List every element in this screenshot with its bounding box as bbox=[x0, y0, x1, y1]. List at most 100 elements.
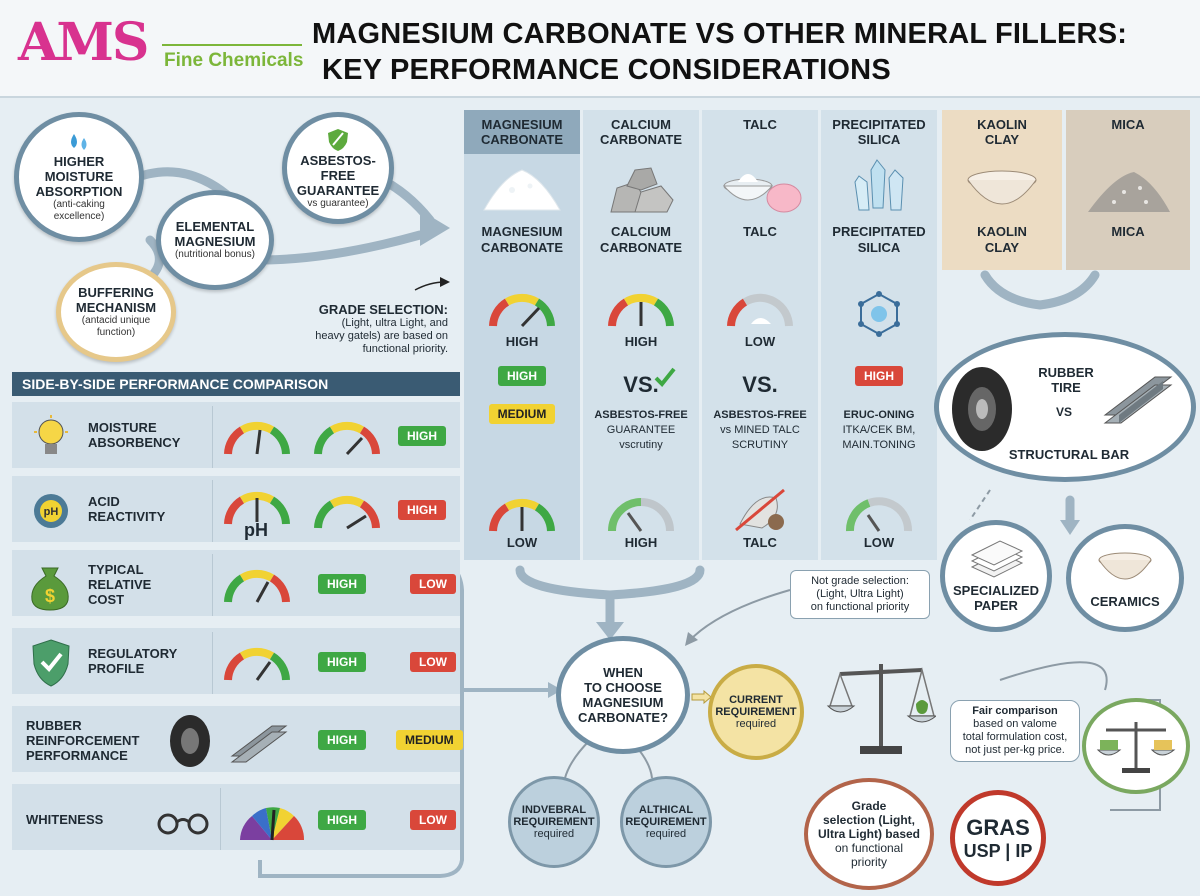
col-name-line: CALCIUM bbox=[611, 224, 671, 239]
feature-title-2b: GUARANTEE bbox=[296, 182, 380, 198]
feature-sub-1a: (anti-caking bbox=[53, 198, 105, 210]
col-separator bbox=[220, 788, 221, 850]
center-line-4: CARBONATE? bbox=[577, 710, 669, 725]
feature-buffering-circle: BUFFERING MECHANISM (antacid unique func… bbox=[56, 262, 176, 362]
scale-cost-bubble bbox=[1082, 698, 1190, 794]
col-mid-text-1: ERUC-ONING bbox=[843, 409, 915, 421]
row-label-line: RELATIVE bbox=[88, 577, 152, 592]
col-name-line: CARBONATE bbox=[599, 240, 683, 255]
current-title-1: CURRENT bbox=[729, 694, 783, 706]
col-gauge2-label: TALC bbox=[743, 535, 777, 550]
checkmark-icon bbox=[654, 367, 676, 387]
col-head-mica: MICA bbox=[1066, 110, 1190, 154]
feature-title-4b: MECHANISM bbox=[75, 300, 157, 315]
row-label-line: MOISTURE bbox=[88, 420, 157, 435]
svg-text:$: $ bbox=[45, 586, 55, 606]
col-head-calcium: CALCIUM CARBONATE bbox=[583, 110, 699, 154]
gauge-icon bbox=[608, 498, 674, 532]
col-gauge1-label: HIGH bbox=[624, 334, 658, 349]
ph-gear-icon: pH bbox=[34, 494, 68, 528]
row-label-line: WHITENESS bbox=[26, 812, 104, 827]
column-kaolin-clay: KAOLIN CLAY KAOLIN CLAY bbox=[942, 110, 1062, 270]
white-powder-icon bbox=[483, 169, 561, 211]
table-row-rubber: RUBBER REINFORCEMENT PERFORMANCE HIGH ME… bbox=[12, 706, 463, 776]
grade-note-line-2: heavy gatels) are based on bbox=[315, 330, 448, 342]
col-head-line: PRECIPITATED bbox=[832, 117, 926, 132]
rainbow-gauge-icon bbox=[240, 807, 305, 841]
scale-money-icon bbox=[1096, 722, 1176, 773]
column-calcium-carbonate: CALCIUM CARBONATE CALCIUM CARBONATE HIGH… bbox=[583, 110, 699, 560]
grade-selection-note: GRADE SELECTION: (Light, ultra Light, an… bbox=[296, 302, 448, 356]
col-gauge1-label: LOW bbox=[744, 334, 776, 349]
col-head-line: SILICA bbox=[857, 132, 901, 147]
specialized-paper-bubble: SPECIALIZED PAPER bbox=[940, 520, 1052, 632]
col-head-line: MICA bbox=[1111, 117, 1145, 132]
col-name-line: CLAY bbox=[984, 240, 1020, 255]
althical-title-1: ALTHICAL bbox=[638, 804, 694, 816]
col-gauge2-label: HIGH bbox=[624, 535, 658, 550]
tire-icon bbox=[170, 715, 210, 767]
rubber-tire-label: RUBBER TIRE bbox=[1031, 365, 1101, 395]
comparison-title: SIDE-BY-SIDE PERFORMANCE COMPARISON bbox=[12, 372, 460, 396]
note-line: (Light, Ultra Light) bbox=[816, 588, 904, 600]
gauge-icon bbox=[727, 293, 793, 327]
molecule-cube-icon bbox=[858, 291, 900, 337]
col-head-line: CALCIUM bbox=[611, 117, 671, 132]
table-row-regulatory: REGULATORY PROFILE HIGH LOW bbox=[12, 628, 460, 698]
ceramics-bubble: CERAMICS bbox=[1066, 524, 1184, 632]
current-requirement-bubble: CURRENT REQUIREMENT required bbox=[708, 664, 804, 760]
col-gauge2-label: LOW bbox=[506, 535, 538, 550]
gras-bottom: USP | IP bbox=[963, 840, 1033, 861]
feature-title-2a: ASBESTOS-FREE bbox=[300, 152, 376, 183]
table-row-cost: $ TYPICAL RELATIVE COST HIGH LOW bbox=[12, 550, 460, 620]
when-to-choose-bubble: WHEN TO CHOOSE MAGNESIUM CARBONATE? bbox=[556, 636, 690, 754]
gauge-icon bbox=[224, 569, 290, 603]
badge-medium: MEDIUM bbox=[396, 730, 463, 750]
feature-sub-4a: (antacid unique bbox=[81, 315, 151, 326]
col-name-line: SILICA bbox=[857, 240, 901, 255]
tire-icon bbox=[952, 367, 1012, 451]
grade-note-line-3: functional priority. bbox=[362, 343, 448, 355]
ceramic-bowl-icon bbox=[1098, 552, 1152, 579]
row-label-line: TYPICAL bbox=[88, 562, 144, 577]
col-vs-text: VS. bbox=[623, 372, 659, 397]
water-drops-icon bbox=[71, 133, 87, 150]
col-head-talc: TALC bbox=[702, 110, 818, 154]
feature-magnesium-circle: ELEMENTAL MAGNESIUM (nutritional bonus) bbox=[156, 190, 274, 290]
page-title: MAGNESIUM CARBONATE VS OTHER MINERAL FIL… bbox=[312, 16, 1127, 88]
grade-bubble-line-5: priority bbox=[850, 855, 887, 869]
badge-low: LOW bbox=[410, 574, 456, 594]
indvebral-sub: required bbox=[533, 828, 575, 840]
feature-title-1a: HIGHER bbox=[53, 153, 105, 169]
feature-title-1b: MOISTURE bbox=[44, 168, 114, 184]
col-gauge1-label: HIGH bbox=[505, 334, 539, 349]
althical-requirement-bubble: ALTHICAL REQUIREMENT required bbox=[620, 776, 712, 868]
crossed-talc-icon bbox=[735, 488, 785, 532]
column-talc: TALC TALC LOW VS. ASBESTOS-FREE vs MINED… bbox=[702, 110, 818, 560]
col-mid-text-3: MAIN.TONING bbox=[842, 439, 916, 451]
col-name-line: TALC bbox=[743, 224, 777, 239]
structural-bar-label: STRUCTURAL BAR bbox=[1008, 447, 1130, 462]
ceramics-label: CERAMICS bbox=[1090, 593, 1160, 609]
row-label-line: ACID bbox=[88, 494, 120, 509]
col-separator bbox=[212, 406, 213, 468]
gauge-icon bbox=[489, 498, 555, 532]
logo-divider bbox=[162, 44, 302, 46]
rocks-icon bbox=[610, 167, 674, 213]
lightbulb-icon bbox=[34, 415, 68, 454]
table-row-moisture: MOISTURE ABSORBENCY HIGH bbox=[12, 402, 460, 472]
col-mid-text-2: ITKA/CEK BM, bbox=[842, 424, 916, 436]
row-label-line: PROFILE bbox=[88, 661, 145, 676]
header-bar: AMS Fine Chemicals MAGNESIUM CARBONATE V… bbox=[0, 0, 1200, 98]
money-bag-icon: $ bbox=[31, 567, 69, 611]
col-head-line: KAOLIN bbox=[977, 117, 1027, 132]
col-name-line: CARBONATE bbox=[480, 240, 564, 255]
not-grade-selection-note: Not grade selection: (Light, Ultra Light… bbox=[790, 570, 930, 619]
col-mid-text-1: ASBESTOS-FREE bbox=[713, 409, 807, 421]
paper-label-1: SPECIALIZED bbox=[953, 583, 1039, 598]
col-mid-cell: HIGH bbox=[821, 366, 937, 386]
gauge-icon bbox=[224, 647, 290, 681]
badge-high: HIGH bbox=[318, 730, 366, 750]
grade-bubble-line-4: on functional bbox=[834, 841, 904, 855]
col-name-kaolin: KAOLIN CLAY bbox=[942, 224, 1062, 256]
